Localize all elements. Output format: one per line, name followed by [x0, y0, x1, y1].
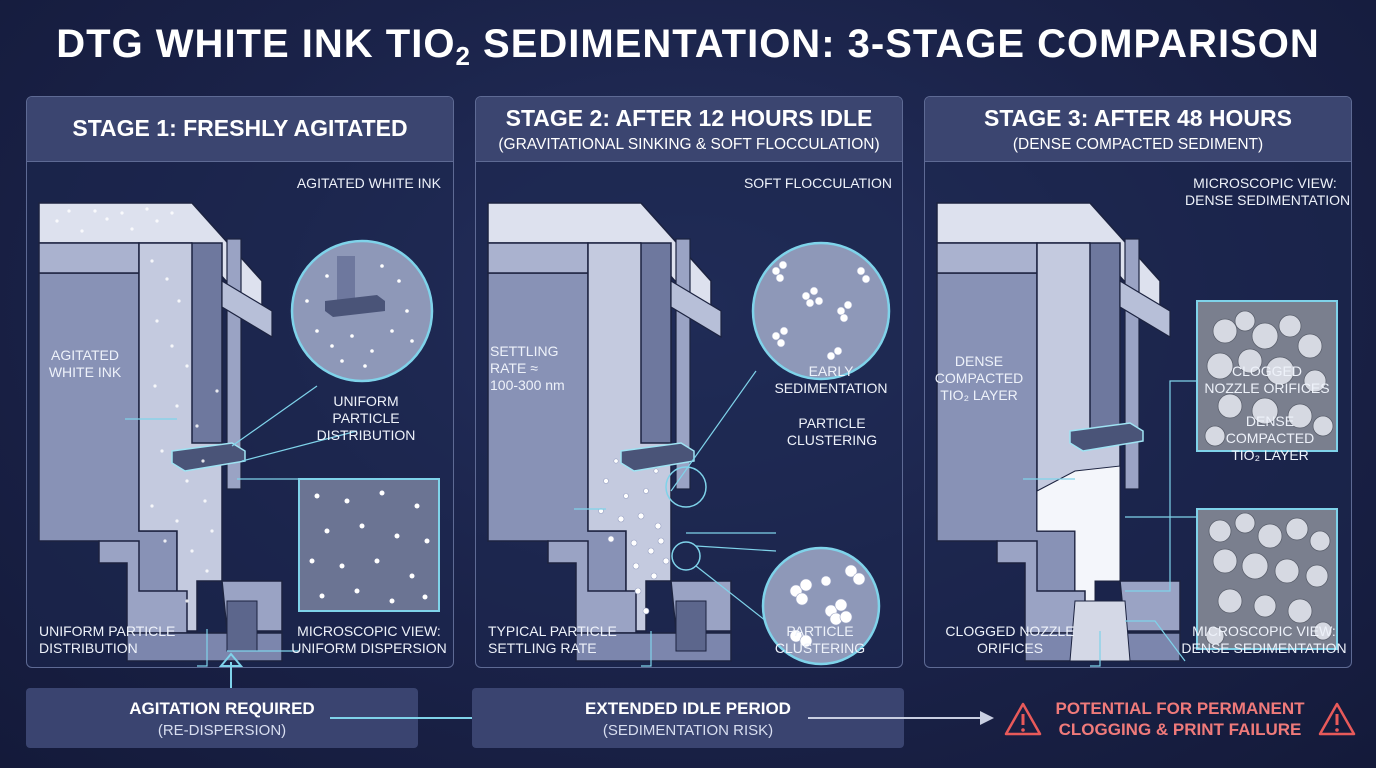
stage1-heading: STAGE 1: FRESHLY AGITATED	[72, 115, 408, 141]
stage3-subheading: (DENSE COMPACTED SEDIMENT)	[1012, 136, 1264, 153]
stage3-printhead-diagram	[936, 202, 1338, 667]
agitation-arrow-icon	[218, 652, 244, 690]
stage3-heading: STAGE 3: AFTER 48 HOURS	[984, 105, 1292, 131]
idle-period-title: EXTENDED IDLE PERIOD	[585, 699, 791, 718]
stage3-label-dense-mid: DENSE COMPACTED TIO₂ LAYER	[1225, 413, 1315, 463]
stage2-label-settling-rate: SETTLING RATE ≈ 100-300 nm	[490, 343, 565, 393]
stage2-heading: STAGE 2: AFTER 12 HOURS IDLE	[505, 105, 873, 131]
stage3-header: STAGE 3: AFTER 48 HOURS (DENSE COMPACTED…	[925, 97, 1351, 162]
stage3-label-bottom-left: CLOGGED NOZZLE ORIFICES	[945, 623, 1075, 656]
stage3-label-top-right: MICROSCOPIC VIEW: DENSE SEDIMENTATION	[1185, 175, 1351, 208]
stage2-panel: STAGE 2: AFTER 12 HOURS IDLE (GRAVITATIO…	[475, 96, 903, 668]
stage2-header: STAGE 2: AFTER 12 HOURS IDLE (GRAVITATIO…	[476, 97, 902, 162]
warning-triangle-icon	[1004, 702, 1042, 736]
idle-period-subtitle: (SEDIMENTATION RISK)	[602, 722, 774, 739]
stage2-label-particle-clustering: PARTICLE CLUSTERING	[786, 415, 878, 448]
stage2-label-bottom-left: TYPICAL PARTICLE SETTLING RATE	[488, 623, 617, 656]
stage1-label-bottom-left: UNIFORM PARTICLE DISTRIBUTION	[39, 623, 176, 656]
stage1-header: STAGE 1: FRESHLY AGITATED	[27, 97, 453, 162]
stage3-panel: STAGE 3: AFTER 48 HOURS (DENSE COMPACTED…	[924, 96, 1352, 668]
stage2-subheading: (GRAVITATIONAL SINKING & SOFT FLOCCULATI…	[498, 136, 880, 153]
stage1-label-uniform: UNIFORM PARTICLE DISTRIBUTION	[316, 393, 416, 443]
page-title: DTG WHITE INK TIO2 SEDIMENTATION: 3-STAG…	[56, 22, 1320, 71]
agitation-title: AGITATION REQUIRED	[129, 699, 315, 718]
stage1-printhead-diagram	[38, 202, 440, 667]
stage1-label-bottom-right: MICROSCOPIC VIEW: UNIFORM DISPERSION	[291, 623, 447, 656]
stage3-label-clogged-mid: CLOGGED NOZZLE ORIFICES	[1204, 363, 1330, 396]
stage2-label-soft-flocculation: SOFT FLOCCULATION	[743, 175, 892, 191]
stage3-label-dense-left: DENSE COMPACTED TIO₂ LAYER	[934, 353, 1024, 403]
agitation-subtitle: (RE-DISPERSION)	[157, 722, 287, 739]
warning-text: POTENTIAL FOR PERMANENT CLOGGING & PRINT…	[1055, 699, 1305, 739]
stage2-label-bottom-right: PARTICLE CLUSTERING	[774, 623, 866, 656]
stage1-label-left: AGITATED WHITE INK	[48, 347, 122, 380]
stage3-label-bottom-right: MICROSCOPIC VIEW: DENSE SEDIMENTATION	[1181, 623, 1347, 656]
stage1-panel: STAGE 1: FRESHLY AGITATED	[26, 96, 454, 668]
warning-callout: POTENTIAL FOR PERMANENT CLOGGING & PRINT…	[1000, 696, 1360, 744]
stage2-label-early-sedimentation: EARLY SEDIMENTATION	[774, 363, 888, 396]
flow-arrow-2-icon	[808, 711, 994, 725]
stage2-printhead-diagram	[487, 202, 891, 667]
warning-triangle-icon-right	[1318, 702, 1356, 736]
stage1-label-agitated-ink: AGITATED WHITE INK	[296, 175, 441, 191]
